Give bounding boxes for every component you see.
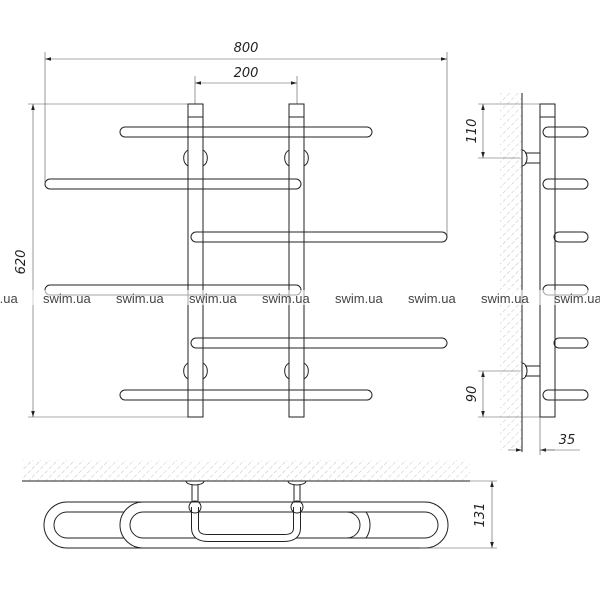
watermark-text: swim.ua	[335, 291, 383, 306]
left-riser	[187, 103, 204, 418]
watermark-text: swim.ua	[43, 291, 91, 306]
towel-bar	[119, 126, 373, 138]
side-riser	[539, 103, 556, 418]
watermark-text: swim.ua	[481, 291, 529, 306]
towel-bar	[190, 231, 448, 243]
front-view: 800 200 620	[14, 41, 448, 418]
side-bracket	[521, 149, 540, 167]
side-view: 110 90 35	[465, 93, 589, 455]
wall-hatch	[22, 460, 470, 481]
wall-brackets	[183, 149, 309, 380]
towel-bars	[44, 126, 448, 401]
watermark-text: swim.ua	[189, 291, 237, 306]
dimension-height-label: 620	[14, 250, 29, 275]
top-brackets	[185, 480, 307, 514]
watermark-row: swim.ua swim.ua swim.ua swim.ua swim.ua …	[0, 290, 600, 306]
towel-bar	[190, 337, 448, 349]
dimension-clearance-label: 35	[559, 433, 576, 448]
dimension-top-bracket-label: 110	[465, 119, 480, 144]
side-bars	[542, 126, 589, 401]
watermark-text: swim.ua	[262, 291, 310, 306]
side-bracket	[521, 362, 540, 380]
top-view: 131	[22, 460, 497, 549]
watermark-text: swim.ua	[554, 291, 600, 306]
wall-hatch	[500, 93, 522, 450]
pipe-loops	[43, 501, 449, 549]
dimension-spacing-label: 200	[234, 66, 259, 81]
watermark-text: swim.ua	[408, 291, 456, 306]
watermark-text: swim.ua	[0, 291, 18, 306]
watermark-text: swim.ua	[116, 291, 164, 306]
right-riser	[288, 103, 305, 418]
towel-bar	[119, 389, 373, 401]
dimension-depth-label: 131	[473, 503, 488, 528]
dimension-bottom-bracket-label: 90	[465, 386, 480, 403]
towel-bar	[44, 178, 302, 190]
dimension-width-label: 800	[234, 41, 259, 56]
